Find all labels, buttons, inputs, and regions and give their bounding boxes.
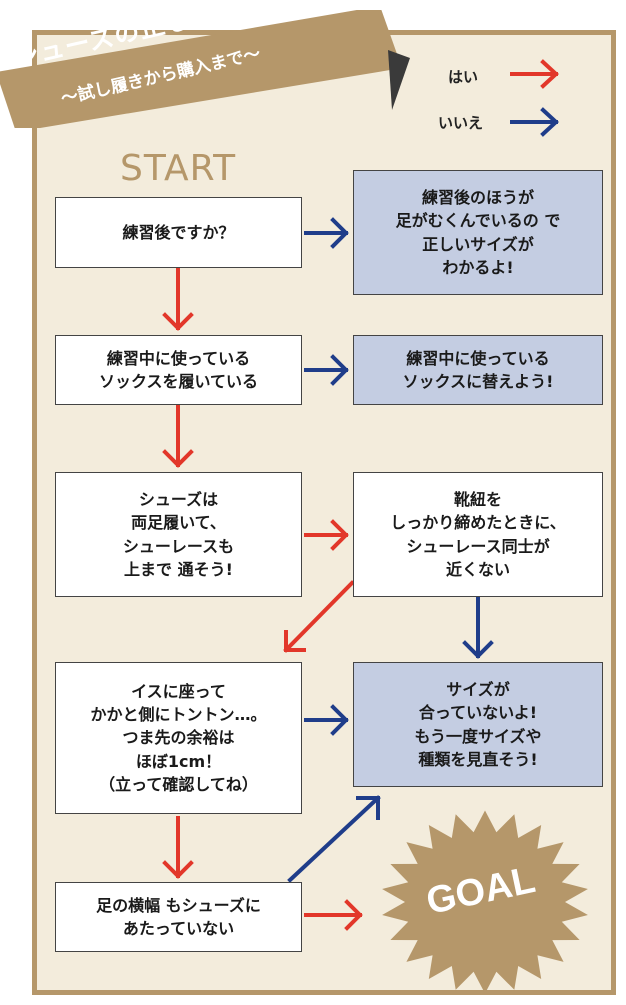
start-label: START — [120, 148, 237, 189]
advice-box: 練習中に使っている ソックスに替えよう! — [353, 335, 603, 405]
legend-no-arrow — [510, 107, 559, 137]
advice-box: サイズが 合っていないよ! もう一度サイズや 種類を見直そう! — [353, 662, 603, 787]
arrow-q2-yes — [162, 405, 194, 468]
arrow-q5-no — [304, 704, 349, 736]
question-box: 練習後ですか？ — [55, 197, 302, 268]
question-box: 靴紐を しっかり締めたときに、 シューレース同士が 近くない — [353, 472, 603, 597]
arrow-q5-yes — [162, 816, 194, 879]
arrow-q6-yes — [304, 899, 363, 931]
arrow-q1-no — [304, 217, 349, 249]
question-box: 練習中に使っている ソックスを履いている — [55, 335, 302, 405]
title-banner: シューズの正しい選び方！ 〜試し履きから購入まで〜 — [0, 0, 412, 128]
legend-yes-arrow — [510, 59, 559, 89]
advice-box: 練習後のほうが 足がむくんでいるの で 正しいサイズが わかるよ! — [353, 170, 603, 295]
legend-no-label: いいえ — [438, 114, 484, 132]
arrow-q3-yes — [304, 519, 349, 551]
question-box: イスに座って かかと側にトントン…。 つま先の余裕は ほぼ1cm！ （立って確認… — [55, 662, 302, 814]
arrow-q4-no — [462, 596, 494, 659]
arrow-q4-yes — [283, 580, 355, 653]
arrow-q6-no — [287, 795, 381, 883]
arrow-q1-yes — [162, 268, 194, 331]
banner-shape — [0, 10, 410, 128]
arrow-q2-no — [304, 354, 349, 386]
goal-burst — [382, 810, 588, 994]
legend-yes-label: はい — [448, 68, 479, 86]
question-box: 足の横幅 もシューズに あたっていない — [55, 882, 302, 952]
question-box: シューズは 両足履いて、 シューレースも 上まで 通そう! — [55, 472, 302, 597]
